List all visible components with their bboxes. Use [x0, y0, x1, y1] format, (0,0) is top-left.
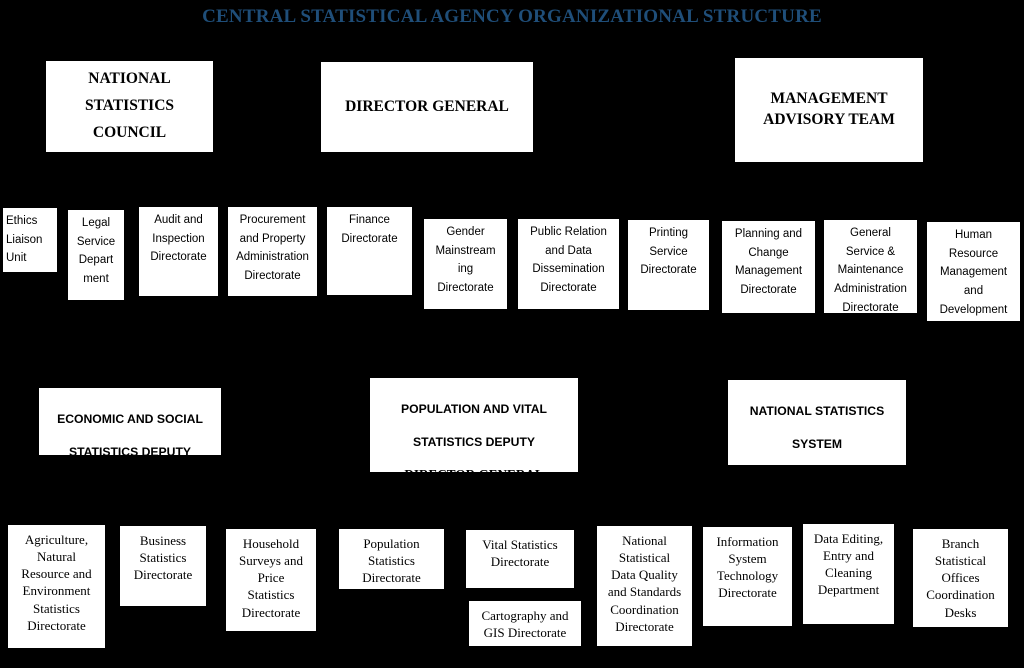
node-general-service-maintenance-administration-directorate[interactable]: General Service & Maintenance Administra…	[824, 220, 917, 313]
node-label-line-2: SYSTEM	[791, 436, 843, 451]
node-label-line-1: ECONOMIC AND SOCIAL	[57, 412, 203, 427]
node-human-resource-management-and-development-directorate[interactable]: Human Resource Management and Developmen…	[927, 222, 1020, 321]
node-label: MANAGEMENT ADVISORY TEAM	[763, 90, 895, 128]
node-label: ECONOMIC AND SOCIAL STATISTICS DEPUTY DI…	[39, 395, 221, 455]
node-business-statistics-directorate[interactable]: Business Statistics Directorate	[120, 526, 206, 606]
node-ethics-liaison-unit[interactable]: Ethics Liaison Unit	[3, 208, 57, 272]
node-label: Information System Technology Directorat…	[716, 534, 779, 601]
node-label-line-3: DIRECTOR GENERAL	[370, 466, 578, 472]
node-audit-and-inspection-directorate[interactable]: Audit and Inspection Directorate	[139, 207, 218, 296]
node-label: Finance Directorate	[341, 214, 398, 245]
node-label: Audit and Inspection Directorate	[150, 214, 207, 264]
node-label: POPULATION AND VITAL STATISTICS DEPUTY D…	[370, 385, 578, 472]
node-label: Agriculture, Natural Resource and Enviro…	[21, 532, 92, 633]
node-label: Branch Statistical Offices Coordination …	[926, 536, 995, 620]
node-printing-service-directorate[interactable]: Printing Service Directorate	[628, 220, 709, 310]
node-data-editing-entry-and-cleaning-department[interactable]: Data Editing, Entry and Cleaning Departm…	[803, 524, 894, 624]
node-label: Legal Service Depart ment	[76, 217, 116, 285]
node-label-line-2: STATISTICS DEPUTY	[412, 434, 536, 449]
node-label-line-2: STATISTICS DEPUTY	[68, 444, 192, 455]
node-label: Business Statistics Directorate	[133, 533, 193, 583]
node-public-relation-and-data-dissemination-directorate[interactable]: Public Relation and Data Dissemination D…	[518, 219, 619, 309]
node-planning-and-change-management-directorate[interactable]: Planning and Change Management Directora…	[722, 221, 815, 313]
node-information-system-technology-directorate[interactable]: Information System Technology Directorat…	[703, 527, 792, 626]
node-branch-statistical-offices-coordination-desks[interactable]: Branch Statistical Offices Coordination …	[913, 529, 1008, 627]
node-national-statistics-council[interactable]: NATIONAL STATISTICS COUNCIL	[46, 61, 213, 152]
node-label: Data Editing, Entry and Cleaning Departm…	[813, 531, 884, 598]
node-label: Planning and Change Management Directora…	[734, 228, 803, 296]
node-label: Public Relation and Data Dissemination D…	[530, 226, 607, 294]
node-director-general[interactable]: DIRECTOR GENERAL	[321, 62, 533, 152]
node-label: Population Statistics Directorate	[362, 536, 421, 586]
node-label: Human Resource Management and Developmen…	[939, 229, 1008, 316]
node-gender-mainstreaming-directorate[interactable]: Gender Mainstream ing Directorate	[424, 219, 507, 309]
node-label: Cartography and GIS Directorate	[481, 608, 569, 641]
node-label: NATIONAL STATISTICS SYSTEM COORDINATION …	[728, 387, 906, 465]
node-label-line-1: NATIONAL STATISTICS	[749, 404, 885, 419]
node-label: Vital Statistics Directorate	[482, 537, 558, 570]
node-national-statistical-data-quality-and-standards-coordination-directorate[interactable]: National Statistical Data Quality and St…	[597, 526, 692, 646]
node-management-advisory-team[interactable]: MANAGEMENT ADVISORY TEAM	[735, 58, 923, 162]
node-finance-directorate[interactable]: Finance Directorate	[327, 207, 412, 295]
node-label: National Statistical Data Quality and St…	[607, 533, 682, 634]
node-economic-and-social-statistics-deputy-director-general[interactable]: ECONOMIC AND SOCIAL STATISTICS DEPUTY DI…	[39, 388, 221, 455]
node-label: Ethics Liaison Unit	[6, 215, 43, 265]
node-label: Gender Mainstream ing Directorate	[435, 226, 496, 294]
page-title: CENTRAL STATISTICAL AGENCY ORGANIZATIONA…	[202, 6, 822, 27]
node-procurement-and-property-administration-directorate[interactable]: Procurement and Property Administration …	[228, 207, 317, 296]
node-label: Household Surveys and Price Statistics D…	[239, 536, 303, 620]
node-label: General Service & Maintenance Administra…	[834, 227, 907, 313]
node-label: DIRECTOR GENERAL	[345, 97, 509, 115]
node-vital-statistics-directorate[interactable]: Vital Statistics Directorate	[466, 530, 574, 588]
node-population-statistics-directorate[interactable]: Population Statistics Directorate	[339, 529, 444, 589]
node-national-statistics-system-coordination-and-operations-deputy-director-general[interactable]: NATIONAL STATISTICS SYSTEM COORDINATION …	[728, 380, 906, 465]
node-cartography-and-gis-directorate[interactable]: Cartography and GIS Directorate	[469, 601, 581, 646]
node-legal-service-department[interactable]: Legal Service Depart ment	[68, 210, 124, 300]
node-label-line-1: POPULATION AND VITAL	[400, 402, 547, 417]
node-label: NATIONAL STATISTICS COUNCIL	[84, 70, 175, 142]
node-agriculture-natural-resource-and-environment-statistics-directorate[interactable]: Agriculture, Natural Resource and Enviro…	[8, 525, 105, 648]
node-label: Printing Service Directorate	[640, 227, 697, 277]
node-label: Procurement and Property Administration …	[236, 214, 309, 282]
node-household-surveys-and-price-statistics-directorate[interactable]: Household Surveys and Price Statistics D…	[226, 529, 316, 631]
node-population-and-vital-statistics-deputy-director-general[interactable]: POPULATION AND VITAL STATISTICS DEPUTY D…	[370, 378, 578, 472]
